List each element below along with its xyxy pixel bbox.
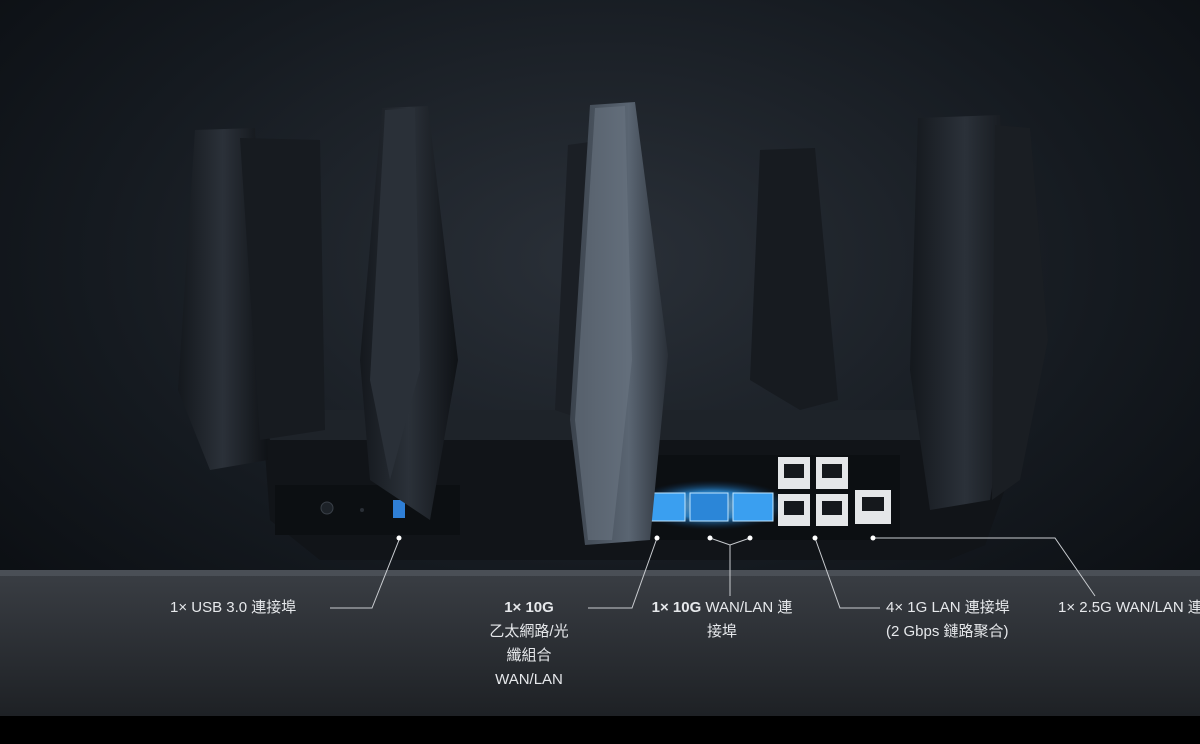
shelf xyxy=(0,570,1200,720)
wan10g-callout: 1× 10G WAN/LAN 連 接埠 xyxy=(642,596,802,644)
wan25g-callout: 1× 2.5G WAN/LAN 連 xyxy=(1058,596,1200,620)
wan25g-callout-text: 1× 2.5G WAN/LAN 連 xyxy=(1058,599,1200,616)
sfp-callout-line-2: 纖組合 xyxy=(506,647,552,664)
sfp-callout-line-3: WAN/LAN xyxy=(495,671,563,688)
sfp-callout-title: 1× 10G xyxy=(504,599,554,616)
antennas xyxy=(178,102,1048,545)
wan25g-leader xyxy=(873,537,1096,597)
power-button xyxy=(320,501,334,515)
wan-10g-port xyxy=(732,492,774,522)
sfp-plus-port xyxy=(689,492,729,522)
lan1g-callout-line-2: (2 Gbps 鏈路聚合) xyxy=(886,623,1009,640)
lan1g-callout-line-1: 4× 1G LAN 連接埠 xyxy=(886,599,1010,616)
sfp-leader xyxy=(588,537,658,609)
usb-callout-text: 1× USB 3.0 連接埠 xyxy=(170,599,297,616)
lan1g-callout: 4× 1G LAN 連接埠 (2 Gbps 鏈路聚合) xyxy=(886,596,1010,644)
sfp-callout: 1× 10G 乙太網路/光 纖組合 WAN/LAN xyxy=(470,596,588,692)
wan10g-callout-rest: WAN/LAN 連 xyxy=(701,599,793,616)
usb-port xyxy=(393,500,405,518)
lan1g-leader xyxy=(814,537,880,609)
sfp-callout-line-1: 乙太網路/光 xyxy=(489,623,569,640)
bottom-bar xyxy=(0,716,1200,744)
leader-lines xyxy=(330,535,1096,609)
wan10g-callout-line-2: 接埠 xyxy=(706,623,737,640)
usb-callout: 1× USB 3.0 連接埠 xyxy=(170,596,296,620)
wan10g-callout-title: 1× 10G xyxy=(651,599,702,616)
